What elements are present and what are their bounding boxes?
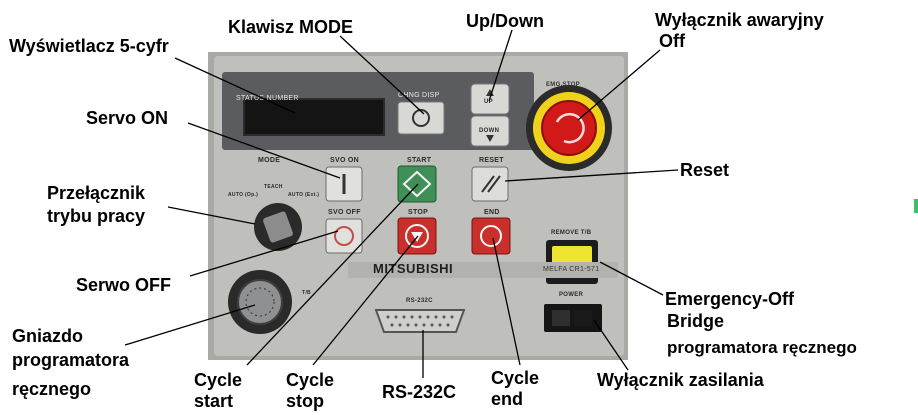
callout-cycle-stop-2: stop [286, 391, 324, 411]
reset-label: RESET [479, 157, 504, 164]
callout-emergency-1: Emergency-Off [665, 289, 795, 309]
brand-strip [348, 262, 618, 278]
callout-up-down: Up/Down [466, 11, 544, 31]
refresh-icon [412, 109, 430, 127]
control-panel: STATUS NUMBER CHNG DISP UP DOWN EMG.STOP… [208, 52, 628, 360]
teach-label: TEACH [264, 184, 283, 190]
leader-servo-off [189, 230, 339, 277]
callout-cycle-end-1: Cycle [491, 368, 540, 388]
tb-connector-pins [237, 279, 283, 325]
mode-label: MODE [258, 157, 281, 164]
leader-mode-switch [167, 206, 256, 225]
callout-cycle-stop-1: Cycle [286, 370, 335, 390]
callout-cycle-end-2: end [491, 389, 524, 409]
leader-reset [504, 169, 679, 182]
power-rocker-o [552, 310, 570, 326]
callout-socket-1: Gniazdo [12, 326, 83, 346]
chng-disp-button[interactable] [397, 101, 445, 135]
down-button[interactable] [470, 115, 510, 147]
reset-button[interactable] [471, 166, 509, 202]
leader-socket [124, 304, 256, 346]
leader-estop [577, 49, 661, 121]
callout-socket-2: programatora [12, 350, 130, 370]
svo-off-label: SVO OFF [328, 209, 361, 216]
servo-off-icon [334, 226, 354, 246]
panel-graphic [208, 52, 628, 360]
callout-mode-key: Klawisz MODE [228, 17, 354, 37]
end-label: END [484, 209, 500, 216]
arrow-up-icon [486, 89, 494, 96]
leader-power [593, 319, 629, 371]
callout-power-switch: Wyłącznik zasilania [597, 370, 764, 390]
callout-rs232: RS-232C [382, 382, 457, 402]
rs232c-pins [386, 315, 454, 327]
leader-cycle-stop [312, 235, 419, 366]
callout-socket-3: ręcznego [12, 379, 92, 399]
callout-cycle-start-1: Cycle [194, 370, 243, 390]
leader-display [174, 57, 296, 114]
leader-cycle-end [492, 237, 521, 366]
leader-emergency [599, 261, 664, 296]
stop-icon [405, 224, 429, 248]
edge-marker [914, 199, 918, 213]
up-label: UP [484, 99, 493, 105]
pin-ring-icon [245, 287, 275, 317]
rs232c-panel-label: RS-232C [406, 298, 433, 304]
chng-disp-label: CHNG DISP [398, 92, 440, 99]
callout-emergency-2: Bridge [667, 311, 725, 331]
callout-servo-on: Servo ON [86, 108, 169, 128]
leader-mode-key [339, 35, 425, 115]
rotate-arrow-icon [555, 112, 585, 144]
rs232c-port[interactable] [374, 309, 466, 333]
stop-label: STOP [408, 209, 429, 216]
power-rocker-i [574, 310, 592, 326]
callout-mode-switch-1: Przełącznik [47, 183, 146, 203]
reset-slash2-icon [487, 175, 501, 193]
end-icon [480, 225, 502, 247]
svo-on-label: SVO ON [330, 157, 360, 164]
callout-servo-off: Serwo OFF [76, 275, 172, 295]
svo-off-button[interactable] [325, 218, 363, 254]
auto-op-label: AUTO (Op.) [228, 192, 259, 198]
model-label: MELFA CR1-571 [543, 266, 600, 273]
remove-tb-label: REMOVE T/B [551, 230, 592, 236]
power-label: POWER [559, 292, 584, 298]
end-button[interactable] [471, 217, 511, 255]
callout-estop-2: Off [659, 31, 685, 51]
start-button[interactable] [397, 165, 437, 203]
callout-cycle-start-2: start [194, 391, 234, 411]
leader-cycle-start [246, 183, 419, 366]
estop-button[interactable] [541, 100, 597, 156]
emg-stop-label: EMG.STOP [546, 82, 580, 88]
reset-slash-icon [481, 175, 495, 193]
callout-estop-1: Wyłącznik awaryjny [655, 10, 824, 30]
start-label: START [407, 157, 432, 164]
callout-display: Wyświetlacz 5-cyfr [9, 36, 169, 56]
arrow-down-icon [486, 135, 494, 142]
brand-label: MITSUBISHI [373, 261, 454, 276]
five-digit-display [243, 98, 385, 136]
callout-reset: Reset [680, 160, 730, 180]
leader-up-down [488, 29, 513, 102]
status-number-label: STATUS NUMBER [236, 95, 299, 102]
tb-label: T/B [302, 290, 311, 296]
callout-emergency-3: programatora ręcznego [667, 338, 857, 357]
key-icon [263, 211, 293, 243]
auto-ext-label: AUTO (Ext.) [288, 192, 320, 198]
down-label: DOWN [479, 128, 500, 134]
start-icon [402, 170, 432, 198]
leader-servo-on [187, 122, 341, 179]
callout-mode-switch-2: trybu pracy [47, 206, 146, 226]
